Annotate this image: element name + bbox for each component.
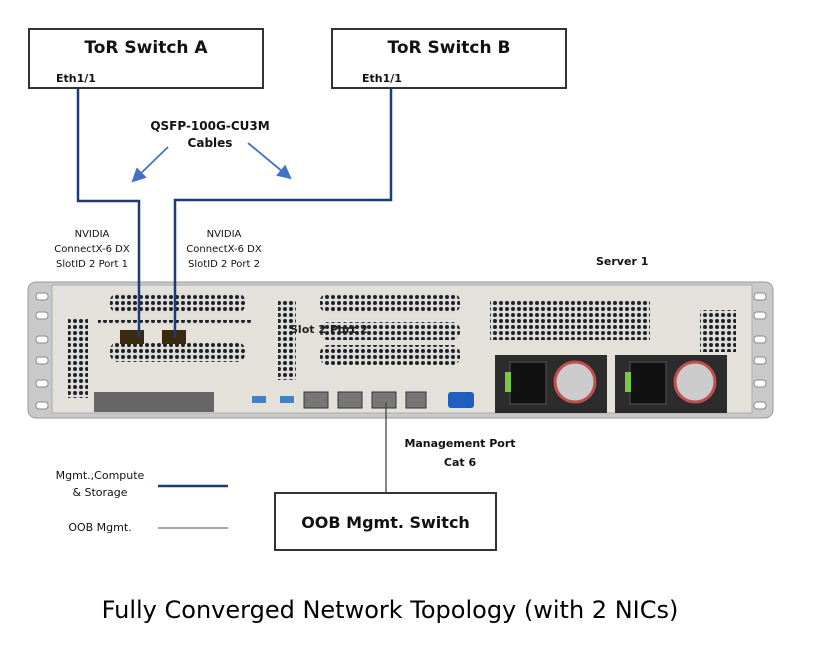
legend-data-line2: & Storage [72, 486, 128, 499]
cable-label: QSFP-100G-CU3M Cables [130, 118, 290, 152]
server-chassis [27, 281, 774, 419]
oob-mgmt-switch: OOB Mgmt. Switch [274, 492, 497, 551]
tor-switch-b-title: ToR Switch B [387, 38, 511, 58]
tor-switch-b-port: Eth1/1 [362, 72, 402, 85]
tor-switch-b: ToR Switch B Eth1/1 [331, 28, 567, 89]
nic1-line3: SlotID 2 Port 1 [56, 259, 128, 270]
server-label: Server 1 [596, 255, 649, 268]
nic2-line2: ConnectX-6 DX [186, 244, 262, 255]
legend-data-line1: Mgmt.,Compute [55, 469, 145, 482]
tor-switch-a-port: Eth1/1 [56, 72, 96, 85]
cable-label-line2: Cables [187, 136, 233, 150]
nic1-line2: ConnectX-6 DX [54, 244, 130, 255]
tor-switch-a-title: ToR Switch A [84, 38, 208, 58]
arrow-to-port-1-cable [131, 146, 169, 183]
oob-mgmt-switch-title: OOB Mgmt. Switch [301, 513, 470, 532]
cable-label-line1: QSFP-100G-CU3M [150, 119, 270, 133]
caption: Fully Converged Network Topology (with 2… [101, 596, 679, 624]
legend-label-oob: OOB Mgmt. [68, 521, 132, 534]
nic2-line3: SlotID 2 Port 2 [188, 259, 260, 270]
nic2-label: NVIDIA ConnectX-6 DX SlotID 2 Port 2 [174, 227, 274, 272]
tor-switch-a: ToR Switch A Eth1/1 [28, 28, 264, 89]
slot-overlay-label: Slot 2 Port 2 [290, 323, 368, 336]
management-port-label: Management Port Cat 6 [390, 434, 530, 472]
management-port-line1: Management Port [404, 437, 516, 450]
cable-switch-a-to-nic-port-1 [76, 88, 141, 338]
cable-switch-b-to-nic-port-2 [173, 88, 393, 338]
nic1-line1: NVIDIA [74, 229, 110, 240]
nic1-label: NVIDIA ConnectX-6 DX SlotID 2 Port 1 [42, 227, 142, 272]
nic2-line1: NVIDIA [206, 229, 242, 240]
legend-label-data: Mgmt.,Compute & Storage [40, 467, 160, 501]
arrow-to-port-2-cable [247, 142, 292, 180]
management-port-line2: Cat 6 [443, 456, 477, 469]
